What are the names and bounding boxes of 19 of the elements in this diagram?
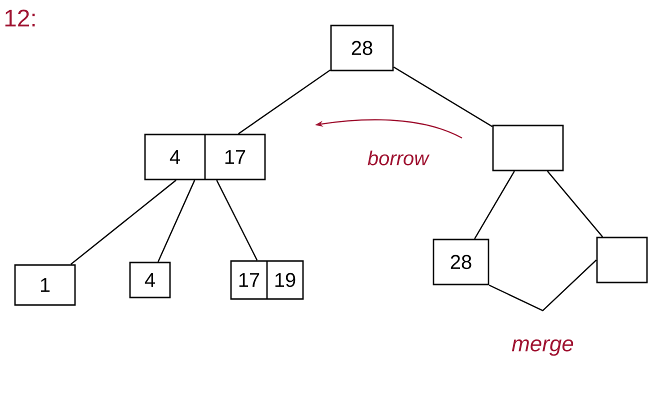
key-node-box: 1	[14, 264, 76, 306]
connector-line	[488, 260, 597, 312]
empty-node-box	[492, 124, 564, 172]
connector-line	[216, 180, 258, 261]
key-node-box: 28	[330, 24, 394, 72]
key-node-box: 4	[129, 262, 171, 298]
key-node-box: 4 17	[144, 134, 266, 180]
empty-node-box	[596, 236, 648, 284]
connector-line	[238, 69, 331, 134]
connector-line	[546, 170, 604, 238]
connector-line	[474, 170, 515, 240]
key-node-box: 28	[432, 238, 490, 286]
connector-line	[158, 180, 196, 262]
connector-line	[70, 180, 176, 265]
annotation-text: borrow	[368, 150, 430, 166]
connector-line	[393, 66, 493, 128]
question-number: 12:	[5, 10, 35, 26]
key-node-box: 17 19	[230, 260, 304, 300]
edge-label: merge	[512, 339, 574, 356]
